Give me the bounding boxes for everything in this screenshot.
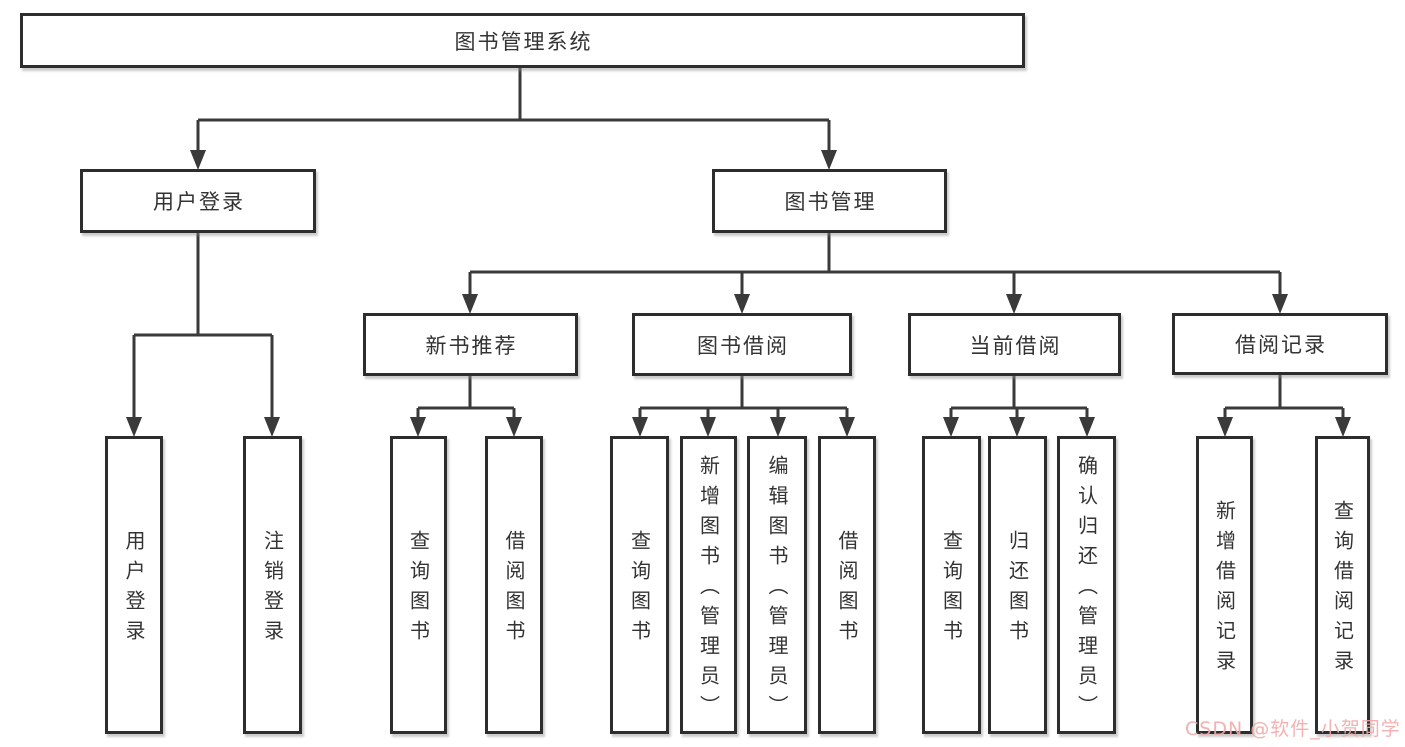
node-current-borrow-label: 当前借阅 (969, 333, 1062, 358)
leaf-cb-query-book: 查询图书 (922, 436, 981, 734)
leaf-user-login-label: 用户登录 (122, 530, 146, 650)
leaf-nbr-borrow-book: 借阅图书 (485, 436, 543, 734)
node-book-borrow-label: 图书借阅 (697, 333, 789, 358)
node-book-borrow: 图书借阅 (632, 313, 852, 376)
leaf-cb-confirm-return: 确认归还（管理员） (1057, 436, 1116, 734)
leaf-bb-edit-book: 编辑图书（管理员） (747, 436, 807, 734)
leaf-nbr-query-book: 查询图书 (390, 436, 447, 734)
node-borrow-records: 借阅记录 (1172, 313, 1388, 375)
arrowheads (126, 150, 1351, 437)
leaf-br-query-record-label: 查询借阅记录 (1330, 500, 1355, 680)
leaf-bb-borrow-book-label: 借阅图书 (835, 530, 859, 650)
leaf-br-query-record: 查询借阅记录 (1315, 436, 1370, 734)
leaf-logout-login: 注销登录 (243, 436, 302, 734)
leaf-bb-query-book-label: 查询图书 (627, 530, 652, 650)
leaf-bb-query-book: 查询图书 (610, 436, 669, 734)
leaf-nbr-borrow-book-label: 借阅图书 (502, 530, 526, 650)
leaf-nbr-query-book-label: 查询图书 (406, 530, 431, 650)
node-user-login: 用户登录 (80, 169, 316, 233)
node-root: 图书管理系统 (20, 13, 1025, 68)
leaf-cb-return-book-label: 归还图书 (1005, 530, 1030, 650)
leaf-user-login: 用户登录 (105, 436, 163, 734)
leaf-bb-add-book: 新增图书（管理员） (680, 436, 737, 734)
node-new-book-recommend: 新书推荐 (363, 313, 578, 376)
leaf-br-add-record: 新增借阅记录 (1196, 436, 1253, 734)
leaf-cb-query-book-label: 查询图书 (939, 530, 964, 650)
leaf-cb-confirm-return-label: 确认归还（管理员） (1074, 455, 1099, 725)
node-current-borrow: 当前借阅 (908, 313, 1121, 376)
leaf-bb-edit-book-label: 编辑图书（管理员） (765, 455, 789, 725)
node-user-login-label: 用户登录 (153, 190, 245, 214)
leaf-br-add-record-label: 新增借阅记录 (1212, 500, 1237, 680)
csdn-watermark: CSDN @软件_小贺同学 (1185, 718, 1401, 740)
node-root-label: 图书管理系统 (454, 29, 593, 54)
node-book-management-label: 图书管理 (784, 190, 877, 214)
leaf-bb-borrow-book: 借阅图书 (818, 436, 876, 734)
node-borrow-records-label: 借阅记录 (1235, 333, 1327, 357)
leaf-bb-add-book-label: 新增图书（管理员） (696, 455, 721, 725)
node-book-management: 图书管理 (712, 169, 947, 233)
leaf-cb-return-book: 归还图书 (988, 436, 1047, 734)
node-new-book-recommend-label: 新书推荐 (425, 333, 518, 358)
leaf-logout-login-label: 注销登录 (260, 530, 285, 650)
